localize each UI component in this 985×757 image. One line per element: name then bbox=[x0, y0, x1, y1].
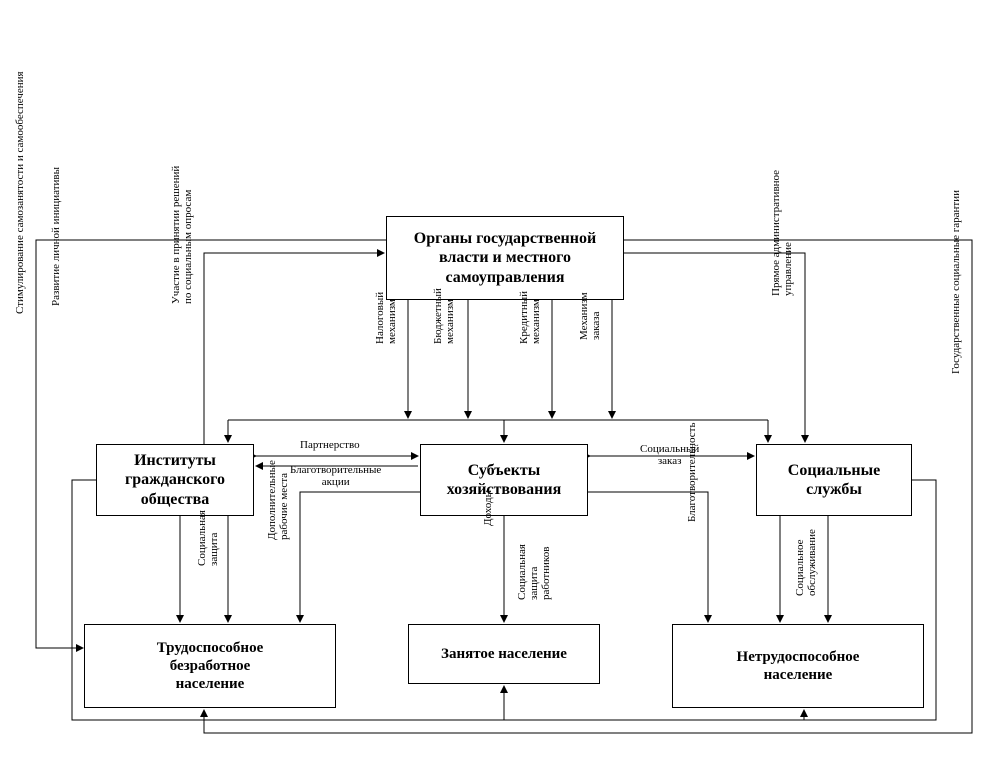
charity-label: Благотворительность bbox=[686, 422, 698, 522]
disabled-label: Нетрудоспособное население bbox=[736, 649, 860, 683]
extra-jobs-label: Дополнительные рабочие места bbox=[266, 460, 290, 540]
disabled-box: Нетрудоспособное население bbox=[672, 624, 924, 708]
social-services-label: Социальные службы bbox=[787, 461, 881, 498]
worker-protection-label: Социальная защита работников bbox=[516, 544, 552, 600]
budget-mechanism-label: Бюджетный механизм bbox=[432, 288, 456, 344]
social-order-label: Социальный заказ bbox=[640, 443, 700, 467]
charity-actions-label: Благотворительные акции bbox=[290, 464, 382, 488]
authorities-label: Органы государственной власти и местного… bbox=[413, 230, 597, 286]
civil-society-box: Институты гражданского общества bbox=[96, 444, 254, 516]
decision-participation-label: Участие в принятии решений по социальным… bbox=[170, 165, 194, 304]
self-reliance-label: Стимулирование самозанятости и самообесп… bbox=[14, 71, 26, 314]
credit-mechanism-label: Кредитный механизм bbox=[518, 290, 542, 344]
employed-label: Занятое население bbox=[441, 646, 567, 662]
civil-society-label: Институты гражданского общества bbox=[124, 452, 226, 508]
personal-initiative-label: Развитие личной инициативы bbox=[50, 167, 62, 306]
unemployed-box: Трудоспособное безработное население bbox=[84, 624, 336, 708]
partnership-label: Партнерство bbox=[300, 439, 360, 451]
social-protection-label: Социальная защита bbox=[196, 510, 220, 566]
tax-mechanism-label: Налоговый механизм bbox=[374, 291, 398, 344]
social-services-box: Социальные службы bbox=[756, 444, 912, 516]
social-service-label: Социальное обслуживание bbox=[794, 529, 818, 596]
income-label: Доходы bbox=[482, 490, 494, 526]
order-mechanism-label: Механизм заказа bbox=[578, 292, 602, 340]
business-box: Субъекты хозяйствования bbox=[420, 444, 588, 516]
unemployed-label: Трудоспособное безработное население bbox=[156, 640, 264, 692]
employed-box: Занятое население bbox=[408, 624, 600, 684]
direct-admin-label: Прямое административное управление bbox=[770, 169, 794, 296]
business-label: Субъекты хозяйствования bbox=[446, 461, 562, 498]
state-guarantees-label: Государственные социальные гарантии bbox=[950, 190, 962, 374]
authorities-box: Органы государственной власти и местного… bbox=[386, 216, 624, 300]
